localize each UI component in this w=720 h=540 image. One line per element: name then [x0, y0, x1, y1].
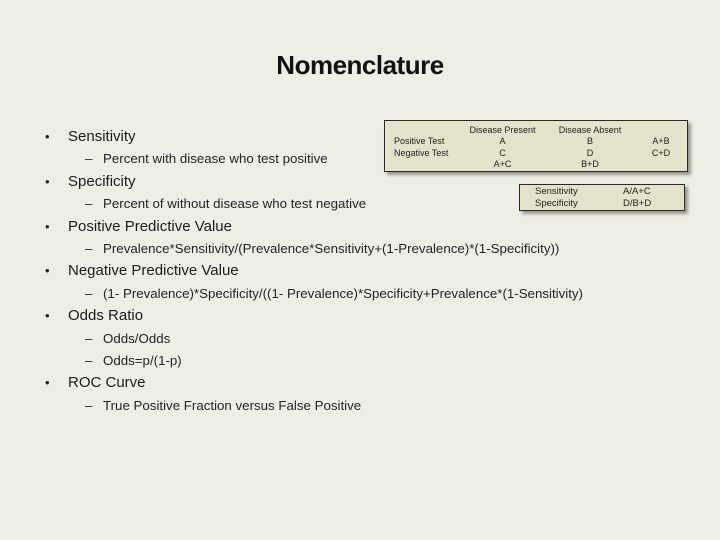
table-cell: B: [586, 136, 593, 147]
contingency-table: Disease Present Disease Absent Positive …: [384, 120, 688, 172]
table-cell: [635, 159, 687, 171]
dash-icon: –: [85, 397, 93, 413]
dash-icon: –: [85, 353, 93, 369]
definition-table-grid: Sensitivity A/A+C Specificity D/B+D: [520, 186, 684, 209]
dash-icon: –: [85, 285, 93, 301]
dash-icon: –: [85, 330, 93, 346]
table-cell: A: [499, 136, 506, 147]
bullet-list: • Sensitivity – Percent with disease who…: [40, 126, 700, 417]
bullet-item-roc-curve: • ROC Curve: [40, 372, 700, 394]
bullet-icon: •: [45, 308, 50, 324]
bullet-item-odds-ratio: • Odds Ratio: [40, 305, 700, 327]
sub-bullet-label: Percent with disease who test positive: [103, 151, 328, 167]
sub-bullet-label: True Positive Fraction versus False Posi…: [103, 397, 362, 413]
table-cell: [385, 159, 460, 171]
definition-table: Sensitivity A/A+C Specificity D/B+D: [519, 184, 685, 211]
table-cell: A/A+C: [623, 186, 651, 198]
table-cell: B+D: [581, 159, 599, 170]
bullet-label: Positive Predictive Value: [68, 217, 232, 235]
table-cell: C: [499, 147, 506, 158]
bullet-label: Odds Ratio: [68, 307, 144, 325]
bullet-item-sensitivity: • Sensitivity: [40, 126, 700, 148]
sub-bullet-item: – Odds/Odds: [40, 328, 700, 350]
sub-bullet-item: – Percent with disease who test positive: [40, 148, 700, 170]
sub-bullet-label: (1- Prevalence)*Specificity/((1- Prevale…: [103, 285, 583, 301]
table-cell: Positive Test: [394, 136, 445, 147]
dash-icon: –: [85, 196, 93, 212]
sub-bullet-label: Percent of without disease who test nega…: [103, 196, 367, 212]
table-row: Negative Test C D C+D: [385, 147, 687, 159]
table-row: Positive Test A B A+B: [385, 136, 687, 148]
table-cell: Sensitivity: [535, 186, 578, 198]
bullet-icon: •: [45, 173, 50, 189]
table-row: Disease Present Disease Absent: [385, 124, 687, 136]
sub-bullet-label: Prevalence*Sensitivity/(Prevalence*Sensi…: [103, 241, 560, 257]
table-cell: D/B+D: [623, 197, 652, 209]
dash-icon: –: [85, 151, 93, 167]
bullet-label: Specificity: [68, 172, 136, 190]
table-cell: C+D: [651, 147, 671, 158]
bullet-label: Sensitivity: [68, 128, 136, 145]
table-cell: Negative Test: [394, 147, 449, 158]
table-row: Specificity D/B+D: [520, 198, 684, 210]
sub-bullet-item: – Prevalence*Sensitivity/(Prevalence*Sen…: [40, 238, 700, 260]
table-row: A+C B+D: [385, 159, 687, 171]
slide-title: Nomenclature: [276, 50, 444, 80]
table-cell: A+C: [493, 159, 512, 170]
sub-bullet-label: Odds=p/(1-p): [103, 353, 182, 369]
sub-bullet-item: – (1- Prevalence)*Specificity/((1- Preva…: [40, 283, 700, 305]
bullet-label: Negative Predictive Value: [68, 262, 239, 280]
sub-bullet-item: – True Positive Fraction versus False Po…: [40, 395, 700, 417]
table-cell: Disease Present: [469, 124, 536, 135]
table-cell: D: [586, 147, 594, 158]
table-cell: A+B: [652, 136, 670, 147]
bullet-icon: •: [45, 218, 50, 234]
bullet-icon: •: [45, 129, 50, 144]
dash-icon: –: [85, 241, 93, 257]
bullet-label: ROC Curve: [68, 374, 146, 392]
bullet-icon: •: [45, 263, 50, 279]
bullet-item-ppv: • Positive Predictive Value: [40, 216, 700, 238]
bullet-icon: •: [45, 375, 50, 391]
bullet-item-npv: • Negative Predictive Value: [40, 260, 700, 282]
table-row: Sensitivity A/A+C: [520, 186, 684, 198]
bullet-item-specificity: • Specificity: [40, 171, 700, 193]
table-cell: Specificity: [535, 197, 578, 209]
table-cell: [635, 124, 687, 136]
sub-bullet-item: – Odds=p/(1-p): [40, 350, 700, 372]
contingency-table-grid: Disease Present Disease Absent Positive …: [385, 124, 687, 170]
table-cell: [385, 124, 460, 136]
sub-bullet-label: Odds/Odds: [103, 330, 171, 346]
sub-bullet-item: – Percent of without disease who test ne…: [40, 193, 700, 215]
table-cell: Disease Absent: [558, 124, 622, 135]
